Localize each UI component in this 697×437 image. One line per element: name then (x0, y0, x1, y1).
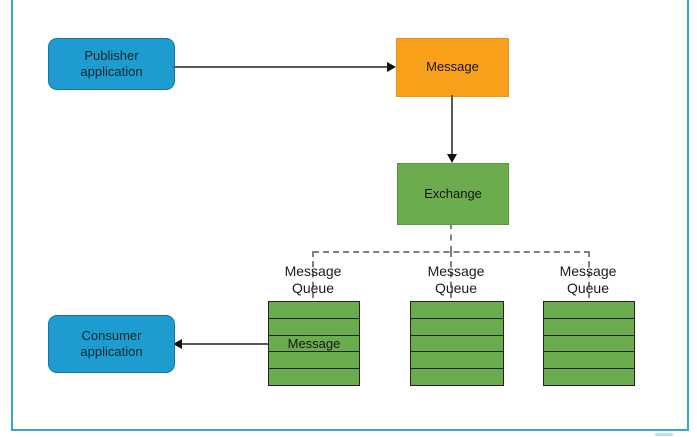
publisher-application-label: Publisher application (80, 47, 143, 79)
consumer-application-label: Consumer application (80, 327, 143, 359)
queue-1-message-label: Message (287, 335, 341, 351)
queue-1-slot (269, 352, 359, 369)
queue-3-slot (544, 318, 634, 335)
branch-to-queue-1-connector (312, 251, 314, 298)
queue-2-slot (411, 318, 503, 335)
queue-2-slot (411, 352, 503, 369)
message-queue-2 (410, 301, 504, 386)
message-to-exchange-connector (451, 95, 453, 155)
exchange-node-label: Exchange (424, 185, 482, 201)
queue-1-slot (269, 318, 359, 335)
publisher-application-node: Publisher application (48, 38, 175, 90)
branch-to-queue-2-connector (450, 251, 452, 298)
publisher-to-message-arrowhead-icon (387, 62, 396, 72)
queue-2-slot (411, 369, 503, 385)
queue-3-slot (544, 369, 634, 385)
queue-3-slot (544, 302, 634, 318)
queue-3-label: Message Queue (559, 263, 617, 296)
bottom-right-artifact (655, 433, 673, 436)
queue-to-consumer-arrowhead-icon (173, 339, 182, 349)
queue-3-slot (544, 335, 634, 352)
message-to-exchange-arrowhead-icon (447, 154, 457, 163)
queue-1-label: Message Queue (284, 263, 342, 296)
message-node: Message (396, 38, 509, 97)
queue-1-slot-message: Message (269, 335, 359, 352)
publisher-to-message-connector (173, 66, 389, 68)
queue-2-slot (411, 335, 503, 352)
queue-1-slot (269, 369, 359, 385)
queue-to-consumer-connector (178, 343, 268, 345)
message-queue-1: Message (268, 301, 360, 386)
message-node-label: Message (426, 59, 479, 75)
branch-to-queue-3-connector (588, 251, 590, 298)
consumer-application-node: Consumer application (48, 315, 175, 373)
queue-2-label: Message Queue (427, 263, 485, 296)
exchange-branch-connector (450, 223, 452, 252)
diagram-frame-border (11, 0, 689, 431)
exchange-node: Exchange (397, 163, 509, 225)
message-queue-3 (543, 301, 635, 386)
queue-2-slot (411, 302, 503, 318)
queue-3-slot (544, 352, 634, 369)
queue-1-slot (269, 302, 359, 318)
